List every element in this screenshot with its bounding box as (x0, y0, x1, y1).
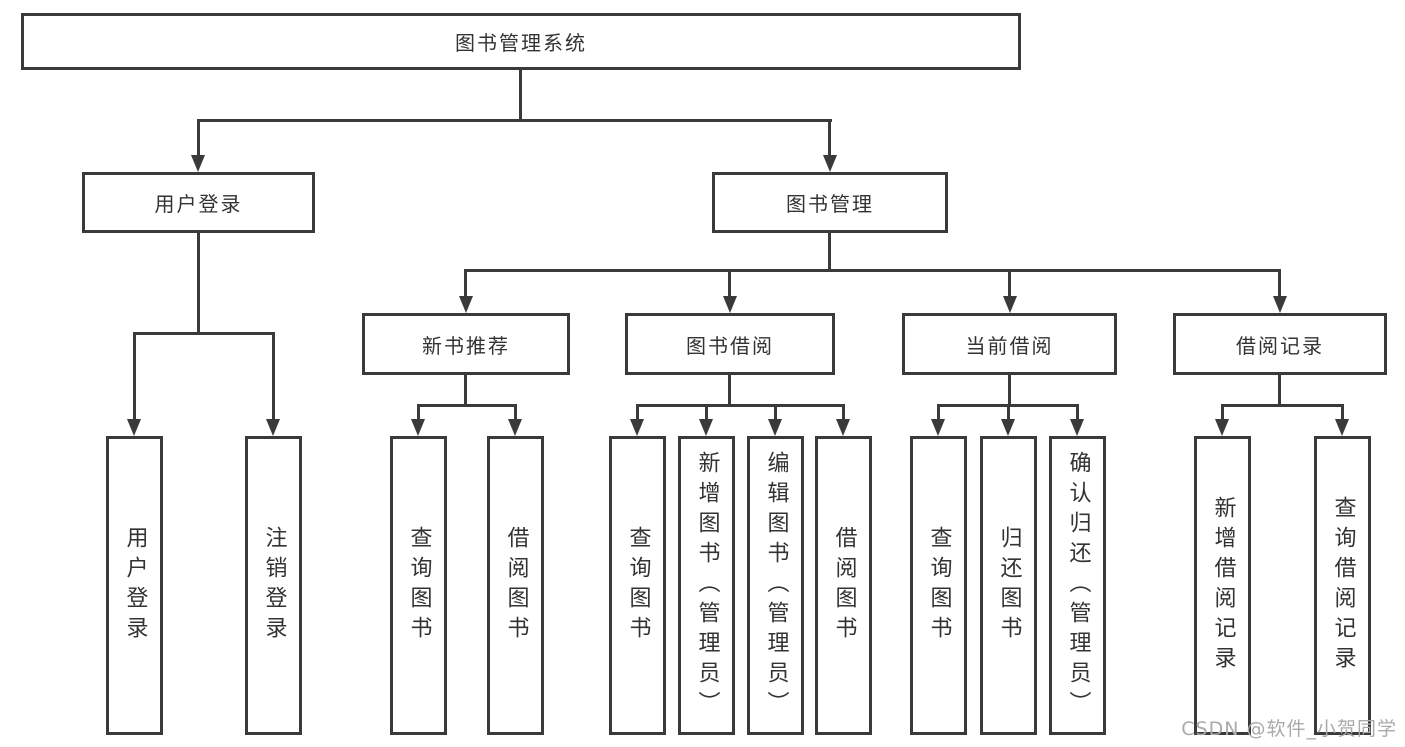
arrowhead-leaf-logout-icon (266, 419, 280, 436)
csdn-watermark: CSDN @软件_小贺同学 (1181, 718, 1397, 740)
connector-drop-cur-leaf1 (937, 404, 940, 422)
arrowhead-user-login-icon (191, 155, 205, 172)
arrowhead-bor-leaf1-icon (630, 419, 644, 436)
node-current-borrow: 当前借阅 (902, 313, 1117, 375)
connector-drop-leaf-user-login (133, 332, 136, 420)
arrowhead-rec-leaf1-icon (411, 419, 425, 436)
leaf-return-books: 归还图书 (980, 436, 1037, 735)
connector-drop-rec-leaf2 (514, 404, 517, 422)
connector-drop-recd-leaf2 (1341, 404, 1344, 422)
connector-drop-recommend (464, 269, 467, 299)
arrowhead-recd-leaf2-icon (1335, 419, 1349, 436)
arrowhead-borrow-icon (723, 296, 737, 313)
connector-level3-bus (466, 269, 1280, 272)
connector-login-bus (133, 332, 275, 335)
connector-drop-rec-leaf1 (417, 404, 420, 422)
node-borrow-records: 借阅记录 (1173, 313, 1387, 375)
arrowhead-current-icon (1003, 296, 1017, 313)
leaf-edit-books-admin: 编辑图书（管理员） (747, 436, 804, 735)
leaf-user-login: 用户登录 (106, 436, 163, 735)
connector-drop-current (1008, 269, 1011, 299)
connector-borrow-bus (636, 404, 845, 407)
arrowhead-bor-leaf4-icon (836, 419, 850, 436)
connector-drop-bor-leaf2 (705, 404, 708, 422)
arrowhead-recd-leaf1-icon (1215, 419, 1229, 436)
connector-drop-cur-leaf2 (1007, 404, 1010, 422)
leaf-add-books-admin: 新增图书（管理员） (678, 436, 735, 735)
node-root-library-system: 图书管理系统 (21, 13, 1021, 70)
arrowhead-bor-leaf2-icon (699, 419, 713, 436)
leaf-query-books-recommend: 查询图书 (390, 436, 447, 735)
connector-user-stem (197, 230, 200, 335)
connector-records-stem (1278, 373, 1281, 407)
connector-borrow-stem (728, 373, 731, 407)
leaf-logout: 注销登录 (245, 436, 302, 735)
connector-drop-bor-leaf3 (774, 404, 777, 422)
connector-drop-user-login (197, 119, 200, 157)
connector-recommend-bus (417, 404, 517, 407)
connector-drop-bor-leaf1 (636, 404, 639, 422)
arrowhead-cur-leaf3-icon (1070, 419, 1084, 436)
leaf-borrow-books-recommend: 借阅图书 (487, 436, 544, 735)
connector-recommend-stem (464, 373, 467, 407)
leaf-borrow-books: 借阅图书 (815, 436, 872, 735)
node-book-management: 图书管理 (712, 172, 948, 233)
connector-root-stem (519, 68, 522, 122)
arrowhead-records-icon (1273, 296, 1287, 313)
leaf-confirm-return-admin: 确认归还（管理员） (1049, 436, 1106, 735)
connector-records-bus (1221, 404, 1344, 407)
node-user-login: 用户登录 (82, 172, 315, 233)
arrowhead-rec-leaf2-icon (508, 419, 522, 436)
arrowhead-leaf-user-login-icon (127, 419, 141, 436)
connector-drop-recd-leaf1 (1221, 404, 1224, 422)
connector-drop-cur-leaf3 (1076, 404, 1079, 422)
arrowhead-bor-leaf3-icon (768, 419, 782, 436)
leaf-query-borrow-record: 查询借阅记录 (1314, 436, 1371, 735)
connector-level2-bus (197, 119, 832, 122)
connector-book-stem (828, 230, 831, 272)
arrowhead-cur-leaf2-icon (1001, 419, 1015, 436)
leaf-query-books-borrow: 查询图书 (609, 436, 666, 735)
connector-drop-bor-leaf4 (842, 404, 845, 422)
leaf-add-borrow-record: 新增借阅记录 (1194, 436, 1251, 735)
connector-drop-book-management (828, 119, 831, 157)
node-book-borrow: 图书借阅 (625, 313, 835, 375)
node-new-book-recommend: 新书推荐 (362, 313, 570, 375)
connector-drop-leaf-logout (272, 332, 275, 420)
arrowhead-book-management-icon (823, 155, 837, 172)
arrowhead-cur-leaf1-icon (931, 419, 945, 436)
arrowhead-recommend-icon (459, 296, 473, 313)
connector-drop-borrow (728, 269, 731, 299)
connector-drop-records (1278, 269, 1281, 299)
leaf-query-books-current: 查询图书 (910, 436, 967, 735)
connector-current-stem (1008, 373, 1011, 407)
